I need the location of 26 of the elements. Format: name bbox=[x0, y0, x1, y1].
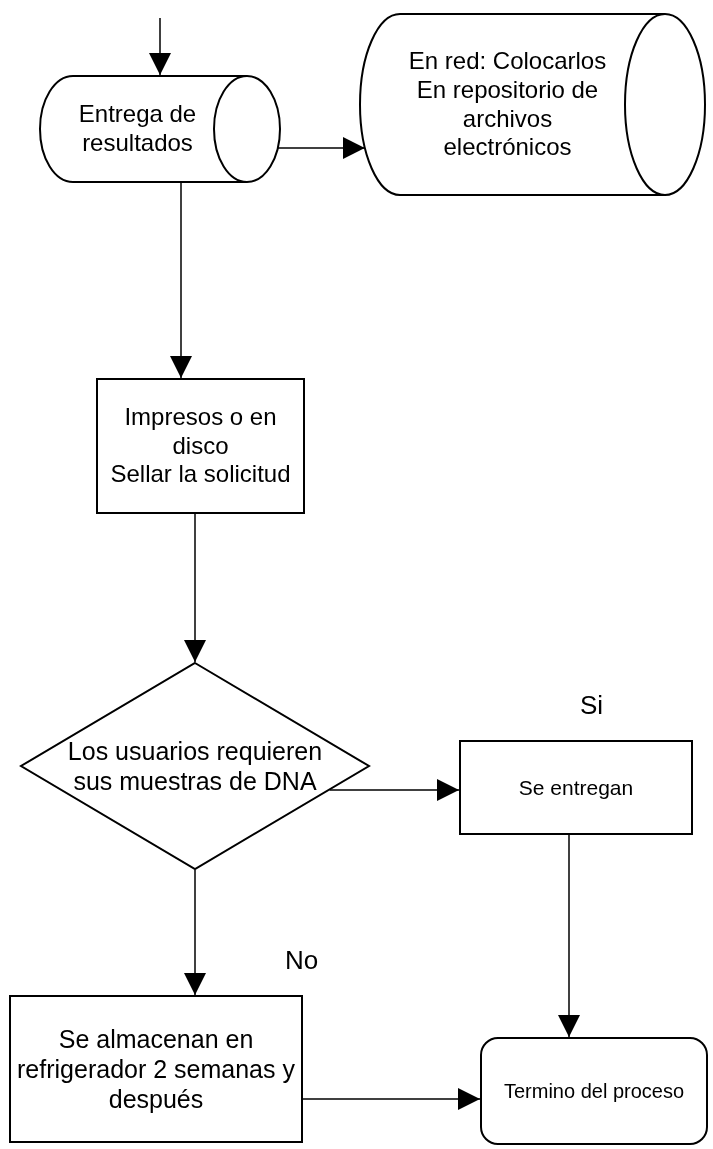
node-text: En red: Colocarlos bbox=[408, 46, 607, 76]
process-box bbox=[96, 378, 305, 514]
node-text: En repositorio de archivos electrónicos bbox=[415, 75, 600, 163]
node-text: Se entregan bbox=[518, 774, 634, 801]
arrow bbox=[149, 17, 171, 76]
arrow bbox=[184, 869, 206, 996]
node-text: Los usuarios requieren sus muestras de DNA bbox=[66, 736, 324, 796]
arrow bbox=[328, 779, 460, 801]
process-box bbox=[459, 740, 693, 835]
storage-cylinder bbox=[40, 75, 280, 183]
terminator-box bbox=[480, 1037, 708, 1145]
branch-label: No bbox=[285, 945, 319, 976]
decision-diamond bbox=[20, 662, 370, 870]
process-box bbox=[9, 995, 303, 1143]
arrow bbox=[558, 834, 580, 1038]
arrow bbox=[302, 1088, 481, 1110]
node-text: Impresos o en disco bbox=[123, 402, 278, 461]
node-text: Termino del proceso bbox=[503, 1079, 685, 1103]
storage-cylinder bbox=[360, 13, 705, 196]
branch-label: Si bbox=[580, 690, 604, 721]
arrow bbox=[184, 513, 206, 663]
arrow bbox=[277, 137, 366, 159]
node-text: Entrega de resultados bbox=[77, 100, 198, 158]
arrow bbox=[170, 182, 192, 379]
node-text: Se almacenan en refrigerador 2 semanas y después bbox=[16, 1024, 296, 1114]
node-text: Sellar la solicitud bbox=[110, 460, 291, 490]
